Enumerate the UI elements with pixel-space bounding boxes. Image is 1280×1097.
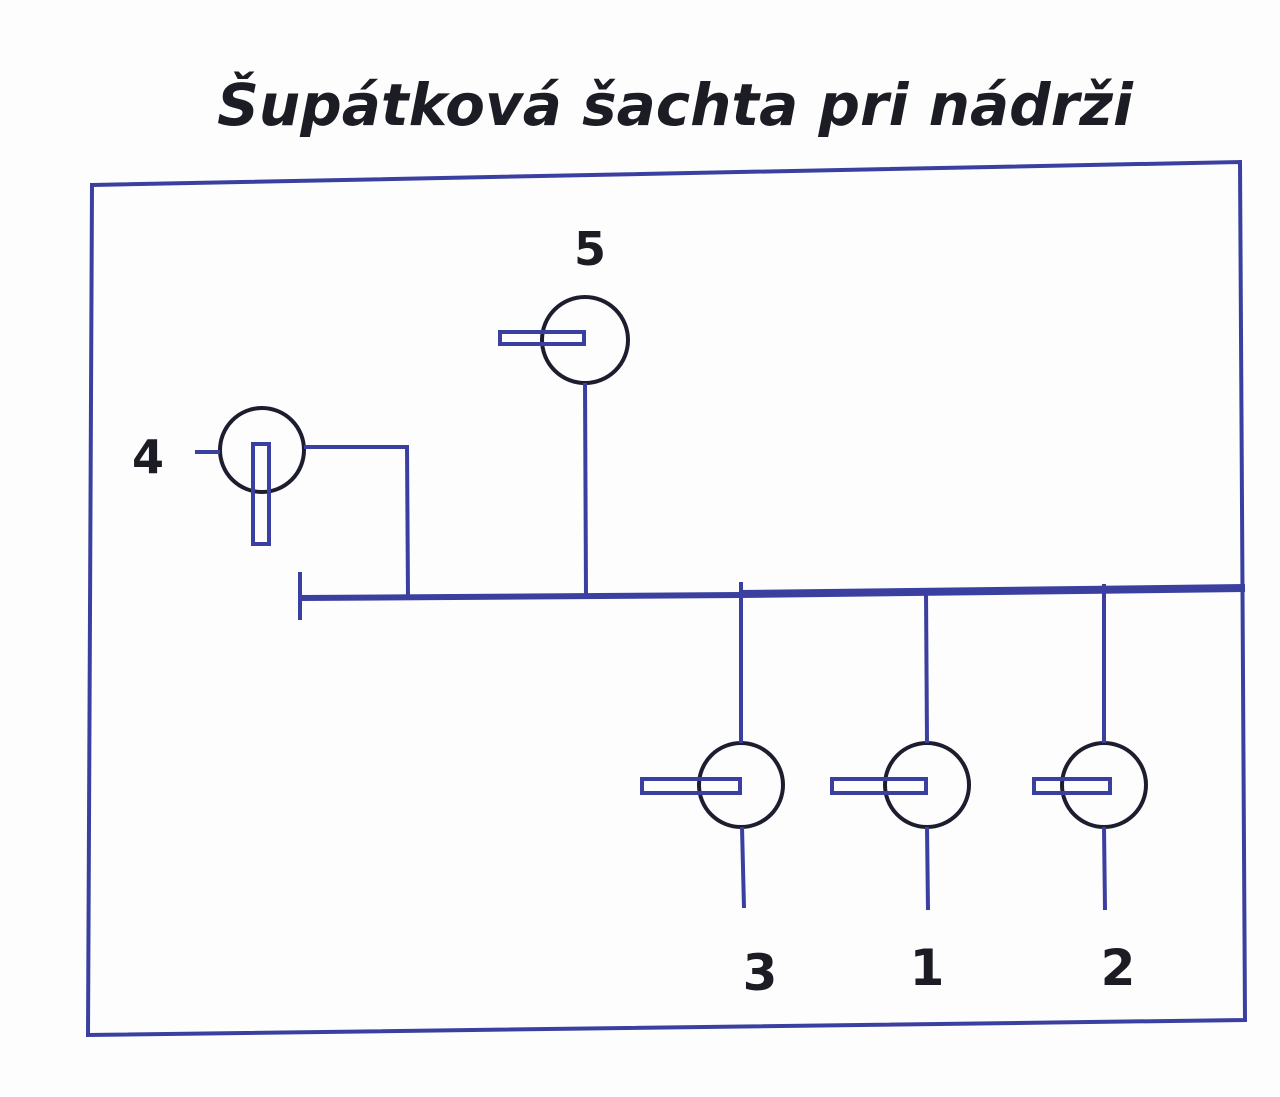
valve-4-body bbox=[218, 406, 306, 494]
main-pipe bbox=[298, 572, 1246, 620]
valve-5-handle bbox=[498, 330, 586, 346]
valve-2-body bbox=[1060, 741, 1148, 829]
chamber-outline bbox=[85, 159, 1248, 1038]
main-pipe-right bbox=[739, 584, 1246, 598]
valve-4-branch bbox=[304, 445, 410, 599]
valve-1-label: 1 bbox=[910, 939, 945, 997]
main-pipe-left bbox=[299, 592, 741, 601]
valve-5: 5 bbox=[498, 222, 630, 597]
valve-3-handle bbox=[640, 777, 742, 795]
valve-5-branch bbox=[583, 382, 588, 597]
valve-3-outlet bbox=[740, 826, 746, 909]
valve-4-label: 4 bbox=[132, 430, 164, 484]
chamber-wall bbox=[85, 159, 1248, 1038]
valve-1-handle bbox=[830, 777, 928, 795]
valve-2-label: 2 bbox=[1101, 939, 1136, 997]
valve-4-handle bbox=[251, 442, 271, 546]
valve-1-inlet bbox=[924, 589, 929, 744]
diagram-title: Šupátková šachta pri nádrži bbox=[217, 70, 1134, 139]
valve-3: 3 bbox=[640, 582, 785, 1002]
valve-2-handle bbox=[1032, 777, 1112, 795]
valve-3-label: 3 bbox=[743, 944, 778, 1002]
valve-4: 4 bbox=[132, 406, 410, 599]
valve-1-outlet bbox=[925, 826, 930, 911]
valve-5-label: 5 bbox=[574, 222, 606, 276]
valve-1: 1 bbox=[830, 589, 971, 997]
valve-2: 2 bbox=[1032, 584, 1148, 997]
valve-2-outlet bbox=[1102, 826, 1107, 911]
